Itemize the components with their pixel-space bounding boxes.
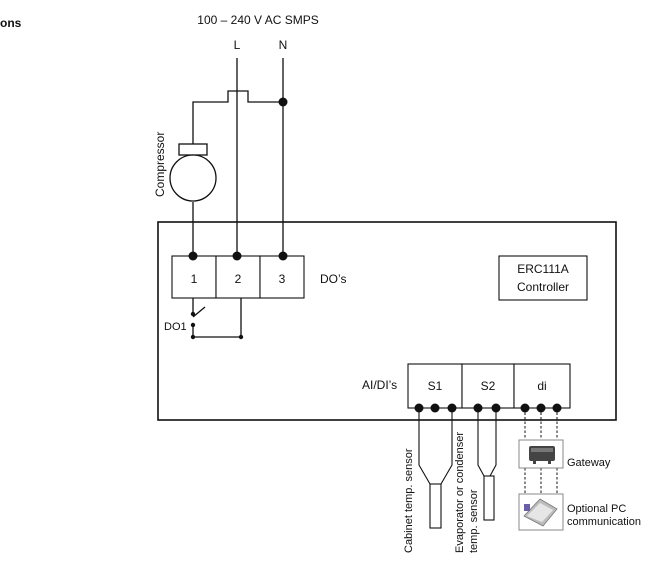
do1-relay-switch bbox=[192, 298, 242, 338]
pc-label-line2: communication bbox=[567, 516, 641, 528]
relay-node-dot bbox=[190, 334, 196, 340]
compressor-label: Compressor bbox=[153, 132, 167, 197]
terminal-1-label: 1 bbox=[191, 272, 198, 286]
power-supply-label: 100 – 240 V AC SMPS bbox=[197, 13, 318, 27]
evaporator-sensor-label-line1: Evaporator or condenser bbox=[454, 432, 466, 553]
controller-type: Controller bbox=[517, 280, 569, 294]
neutral-label: N bbox=[279, 38, 288, 52]
terminal-1-dot bbox=[188, 251, 198, 261]
supply-wires bbox=[192, 58, 284, 256]
input-di-label: di bbox=[537, 379, 546, 393]
gateway-label: Gateway bbox=[567, 457, 611, 469]
evaporator-sensor-probe bbox=[477, 408, 497, 521]
line-label: L bbox=[234, 38, 241, 52]
input-s2-label: S2 bbox=[481, 379, 496, 393]
controller-name-box bbox=[498, 255, 588, 301]
relay-contact-dot bbox=[190, 322, 196, 328]
section-title-fragment: ons bbox=[0, 16, 22, 30]
evaporator-sensor-label-line2: temp. sensor bbox=[468, 489, 480, 553]
terminal-3-label: 3 bbox=[279, 272, 286, 286]
relay-node-dot bbox=[238, 334, 244, 340]
neutral-junction bbox=[278, 97, 288, 107]
input-terminal-block bbox=[407, 363, 571, 409]
input-s1-label: S1 bbox=[428, 379, 443, 393]
communication-wires bbox=[524, 408, 558, 494]
compressor-symbol bbox=[169, 143, 217, 202]
terminal-2-label: 2 bbox=[235, 272, 242, 286]
analog-digital-inputs-label: AI/DI’s bbox=[362, 378, 397, 392]
cabinet-sensor-probe bbox=[418, 408, 453, 529]
controller-enclosure bbox=[157, 221, 617, 421]
terminal-3-dot bbox=[278, 251, 288, 261]
pc-icon bbox=[518, 493, 564, 531]
cabinet-sensor-label: Cabinet temp. sensor bbox=[403, 448, 415, 553]
relay-label: DO1 bbox=[164, 321, 187, 333]
terminal-2-dot bbox=[232, 251, 242, 261]
pc-label-line1: Optional PC bbox=[567, 503, 626, 515]
gateway-icon bbox=[518, 439, 564, 469]
digital-outputs-label: DO’s bbox=[320, 272, 346, 286]
relay-contact-dot bbox=[190, 311, 196, 317]
controller-model: ERC111A bbox=[517, 262, 569, 276]
